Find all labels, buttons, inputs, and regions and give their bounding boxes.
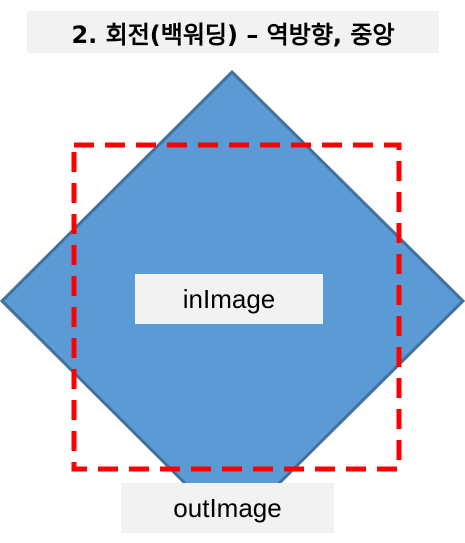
page-title: 2. 회전(백워딩) – 역방향, 중앙 [27,11,439,53]
output-image-frame [71,142,402,472]
out-image-label: outImage [121,483,334,533]
in-image-label: inImage [135,274,323,324]
